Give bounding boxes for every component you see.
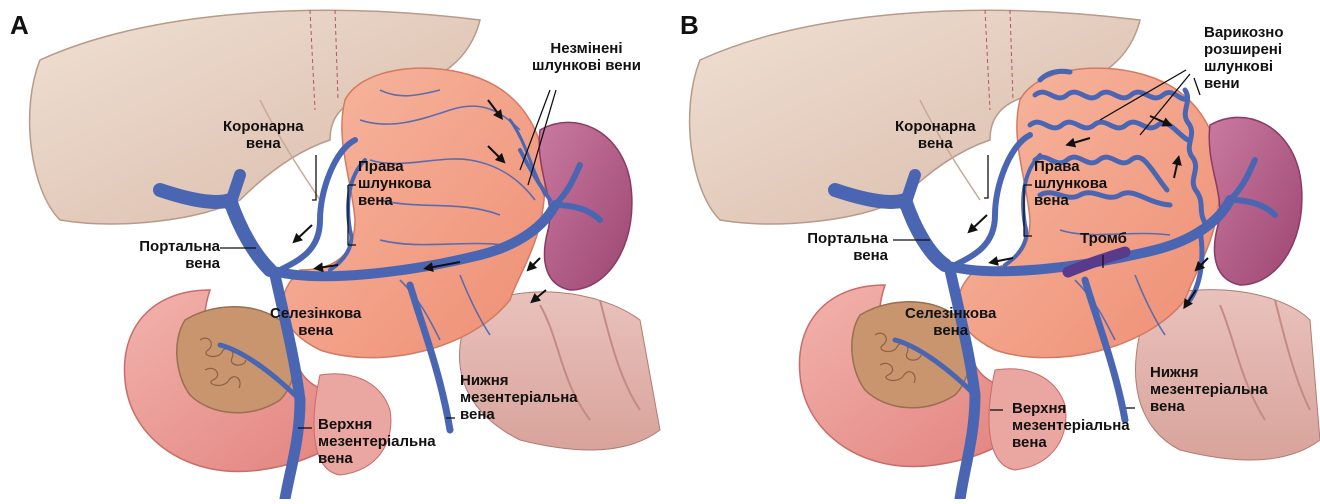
label-line: Варикозно: [1204, 24, 1284, 41]
label-line: Селезінкова: [905, 305, 996, 322]
label-line: вена: [318, 450, 436, 467]
label-coronary-vein-b: Коронарна вена: [895, 118, 976, 152]
label-line: вена: [223, 135, 304, 152]
label-line: Коронарна: [223, 118, 304, 135]
label-right-gastric-vein-a: Права шлункова вена: [358, 158, 431, 209]
label-line: Права: [1034, 158, 1107, 175]
label-varicose-gastric-veins: Варикозно розширені шлункові вени: [1204, 24, 1284, 92]
label-inferior-mesenteric-vein-a: Нижня мезентеріальна вена: [460, 372, 578, 423]
label-unchanged-gastric-veins: Незмінені шлункові вени: [532, 40, 641, 74]
label-line: Селезінкова: [270, 305, 361, 322]
label-line: мезентеріальна: [1012, 417, 1130, 434]
label-line: Незмінені: [532, 40, 641, 57]
label-superior-mesenteric-vein-a: Верхня мезентеріальна вена: [318, 416, 436, 467]
label-coronary-vein-a: Коронарна вена: [223, 118, 304, 152]
label-line: вена: [108, 255, 220, 272]
label-line: мезентеріальна: [1150, 381, 1268, 398]
label-line: Портальна: [776, 230, 888, 247]
label-line: шлункова: [358, 175, 431, 192]
label-line: шлункова: [1034, 175, 1107, 192]
label-line: Верхня: [1012, 400, 1130, 417]
label-line: вена: [905, 322, 996, 339]
label-portal-vein-a: Портальна вена: [108, 238, 220, 272]
label-line: Права: [358, 158, 431, 175]
label-line: вена: [776, 247, 888, 264]
label-line: вена: [1150, 398, 1268, 415]
label-line: шлункові вени: [532, 57, 641, 74]
label-line: вена: [358, 192, 431, 209]
label-line: розширені: [1204, 41, 1284, 58]
label-line: вена: [1034, 192, 1107, 209]
label-line: вена: [460, 406, 578, 423]
label-line: вени: [1204, 75, 1284, 92]
label-inferior-mesenteric-vein-b: Нижня мезентеріальна вена: [1150, 364, 1268, 415]
label-line: мезентеріальна: [318, 433, 436, 450]
label-line: Нижня: [1150, 364, 1268, 381]
label-splenic-vein-b: Селезінкова вена: [905, 305, 996, 339]
coronary-vein-a: [280, 140, 355, 270]
label-line: вена: [270, 322, 361, 339]
label-line: Нижня: [460, 372, 578, 389]
panel-a-letter: A: [10, 10, 29, 41]
label-line: шлункові: [1204, 58, 1284, 75]
label-line: Тромб: [1080, 230, 1127, 247]
label-thrombus: Тромб: [1080, 230, 1127, 247]
label-right-gastric-vein-b: Права шлункова вена: [1034, 158, 1107, 209]
label-line: вена: [1012, 434, 1130, 451]
label-line: Коронарна: [895, 118, 976, 135]
label-line: Верхня: [318, 416, 436, 433]
label-portal-vein-b: Портальна вена: [776, 230, 888, 264]
label-superior-mesenteric-vein-b: Верхня мезентеріальна вена: [1012, 400, 1130, 451]
label-line: Портальна: [108, 238, 220, 255]
label-line: вена: [895, 135, 976, 152]
label-line: мезентеріальна: [460, 389, 578, 406]
label-splenic-vein-a: Селезінкова вена: [270, 305, 361, 339]
panel-b-letter: B: [680, 10, 699, 41]
